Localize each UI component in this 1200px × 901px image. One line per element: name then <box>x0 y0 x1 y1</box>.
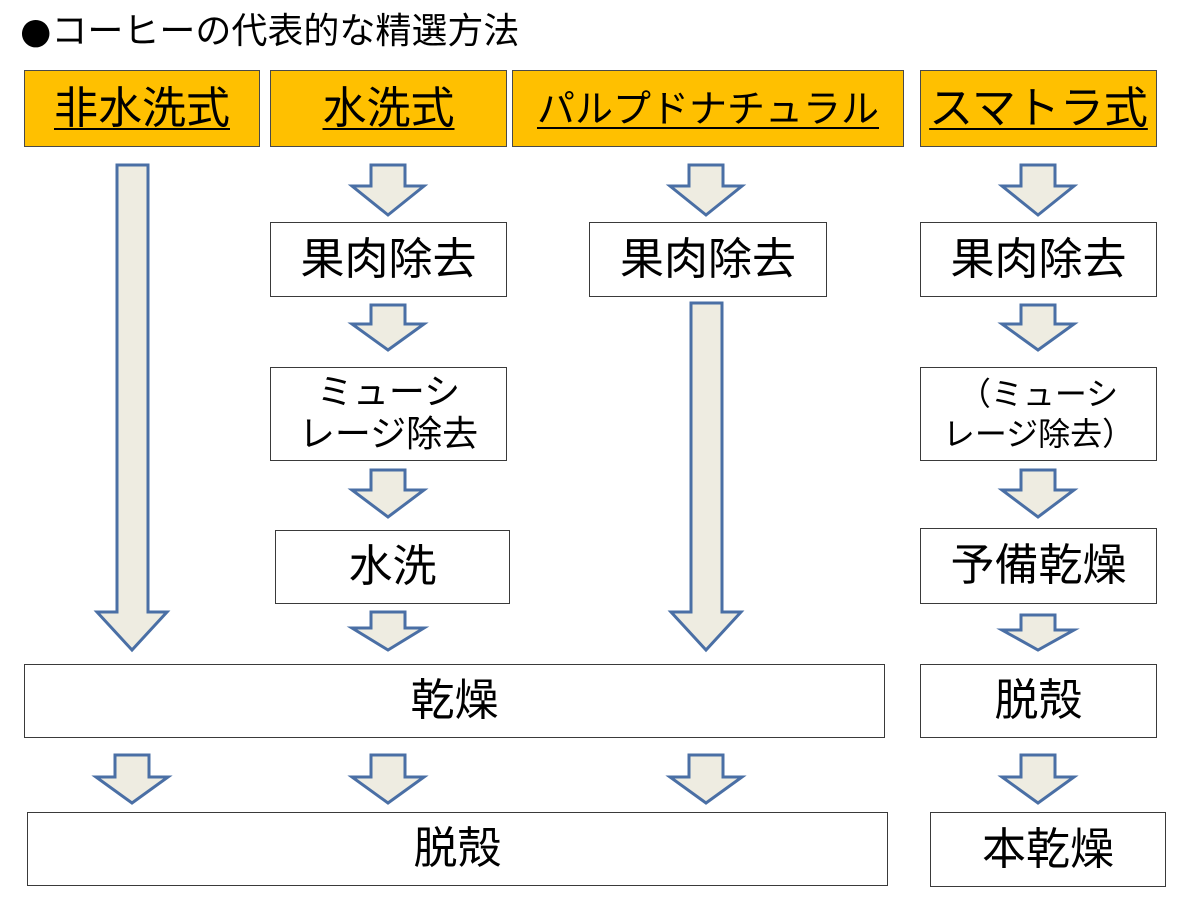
step-label: 果肉除去 <box>950 233 1127 285</box>
method-header-pulped-natural: パルプドナチュラル <box>512 70 904 147</box>
step-label: （ミューシ レージ除去） <box>942 375 1135 453</box>
step-label: 予備乾燥 <box>950 540 1127 591</box>
arrow-sumatra-to-final-drying <box>997 753 1079 805</box>
page-title: ●コーヒーの代表的な精選方法 <box>20 11 520 52</box>
washed-step-washing: 水洗 <box>275 530 510 604</box>
washed-step-mucilage-removal: ミューシ レージ除去 <box>270 367 507 461</box>
arrow-natural-to-drying <box>93 163 171 653</box>
sumatra-step-pre-drying: 予備乾燥 <box>920 528 1157 604</box>
arrow-sumatra-to-hulling <box>996 613 1080 652</box>
step-label: 水洗 <box>348 541 437 592</box>
method-label: パルプドナチュラル <box>536 86 879 131</box>
method-label: 水洗式 <box>322 82 455 134</box>
shared-step-drying: 乾燥 <box>24 664 885 738</box>
method-header-washed: 水洗式 <box>270 70 507 147</box>
arrow-sumatra-to-pre-drying <box>997 468 1079 519</box>
arrow-washed-to-drying <box>346 610 430 652</box>
washed-step-pulp-removal: 果肉除去 <box>270 222 507 297</box>
method-label: スマトラ式 <box>929 82 1148 134</box>
step-label: 脱殻 <box>413 823 502 874</box>
shared-step-hulling: 脱殻 <box>27 812 888 886</box>
method-header-sumatra: スマトラ式 <box>920 70 1157 147</box>
step-label: 果肉除去 <box>300 233 477 285</box>
step-label: ミューシ レージ除去 <box>298 372 479 455</box>
arrow-drying-to-hulling-2 <box>347 753 429 805</box>
arrow-pulped-to-drying <box>667 301 745 653</box>
arrow-pulped-to-pulp-removal <box>665 163 747 217</box>
sumatra-step-pulp-removal: 果肉除去 <box>920 222 1157 297</box>
arrow-sumatra-to-pulp-removal <box>997 163 1079 217</box>
method-header-natural: 非水洗式 <box>24 70 260 147</box>
method-label: 非水洗式 <box>54 82 230 134</box>
arrow-washed-to-pulp-removal <box>347 163 429 217</box>
sumatra-step-mucilage-removal: （ミューシ レージ除去） <box>920 367 1157 461</box>
step-label: 果肉除去 <box>620 233 796 285</box>
arrow-sumatra-to-mucilage-removal <box>997 303 1079 352</box>
arrow-washed-to-washing <box>347 468 429 519</box>
step-label: 本乾燥 <box>982 823 1114 875</box>
arrow-drying-to-hulling-3 <box>665 753 747 805</box>
step-label: 乾燥 <box>410 675 499 726</box>
pulped-step-pulp-removal: 果肉除去 <box>589 222 827 297</box>
arrow-washed-to-mucilage-removal <box>347 303 429 352</box>
step-label: 脱殻 <box>994 675 1083 726</box>
arrow-drying-to-hulling-1 <box>91 753 173 805</box>
sumatra-step-final-drying: 本乾燥 <box>930 812 1166 887</box>
sumatra-step-hulling: 脱殻 <box>920 664 1157 738</box>
